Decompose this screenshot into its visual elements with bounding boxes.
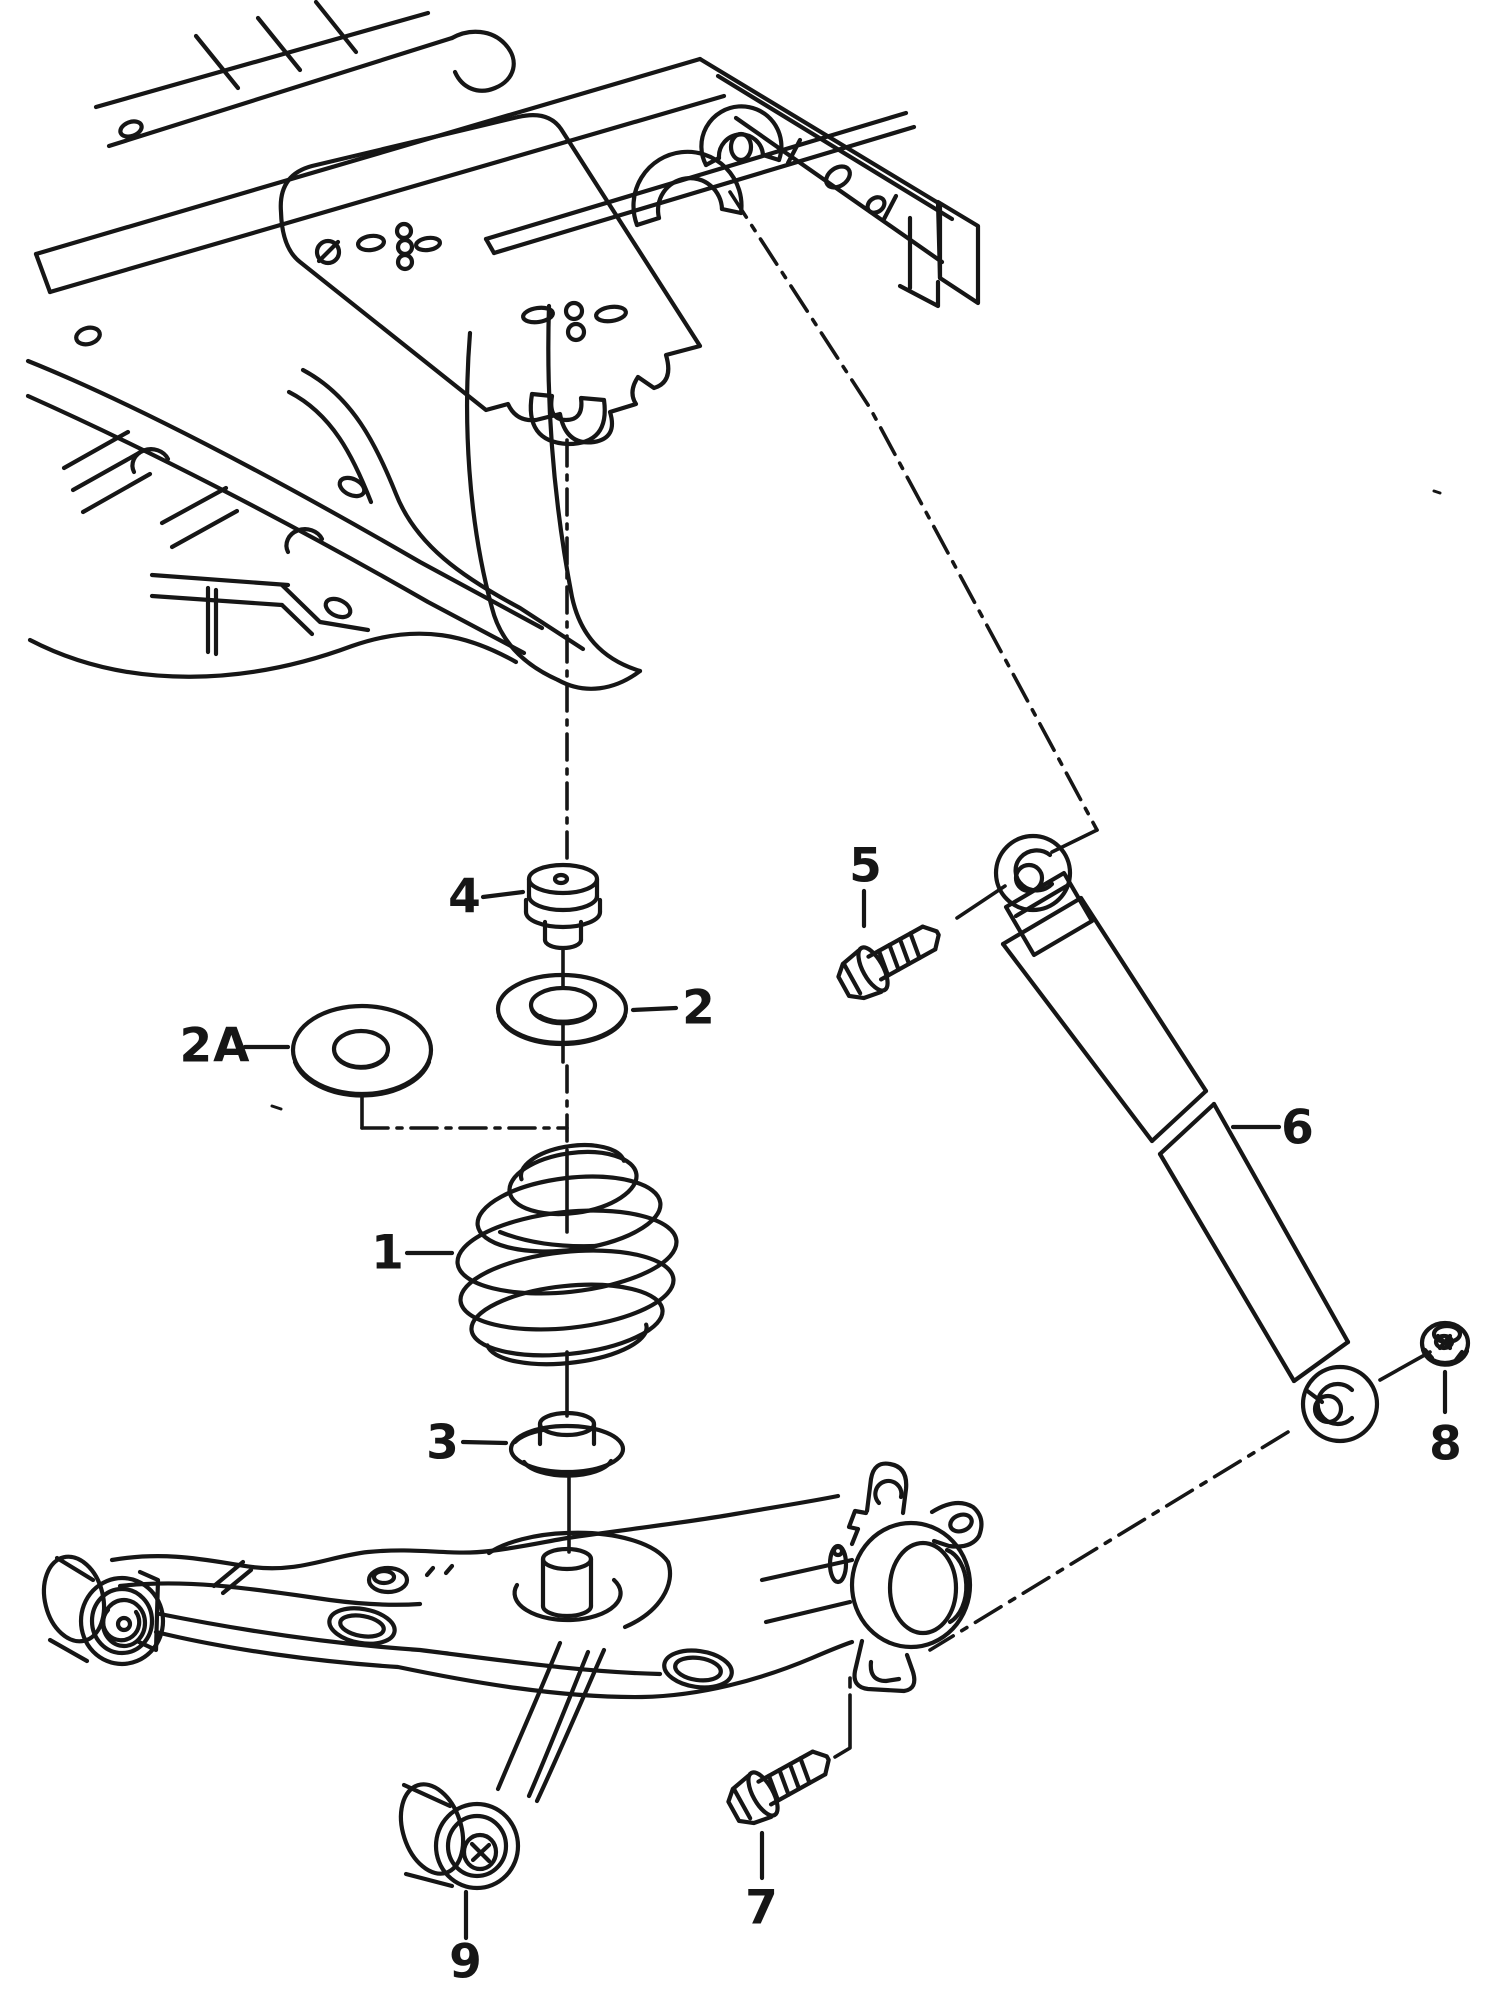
callout-4-label: 4 — [448, 869, 482, 925]
callout-9-label: 9 — [449, 1934, 483, 1990]
callout-1-label: 1 — [371, 1225, 405, 1281]
trailing-arm-part9 — [41, 1461, 984, 1891]
bolt-part7 — [726, 1749, 831, 1826]
coil-spring-part1 — [455, 1143, 679, 1367]
nut-part8 — [1419, 1320, 1471, 1367]
washer-part2 — [495, 972, 629, 1047]
washer-part2a — [290, 1003, 434, 1098]
callout-8-label: 8 — [1429, 1416, 1463, 1472]
rubber-buffer-part4 — [523, 862, 603, 951]
protective-cap-part3 — [508, 1410, 626, 1478]
center-axis-lines — [360, 190, 1432, 1759]
callout-2-label: 2 — [682, 980, 716, 1036]
chassis-frame-drawing — [25, 0, 1442, 1111]
callout-7-label: 7 — [745, 1880, 779, 1936]
bolt-part5 — [836, 924, 941, 1001]
callout-2a-label: 2A — [179, 1018, 251, 1074]
callout-leader-lines — [242, 888, 1448, 1941]
callout-5-label: 5 — [849, 838, 883, 894]
callout-6-label: 6 — [1281, 1100, 1315, 1156]
shock-absorber-part6 — [993, 833, 1380, 1444]
callout-3-label: 3 — [426, 1415, 460, 1471]
